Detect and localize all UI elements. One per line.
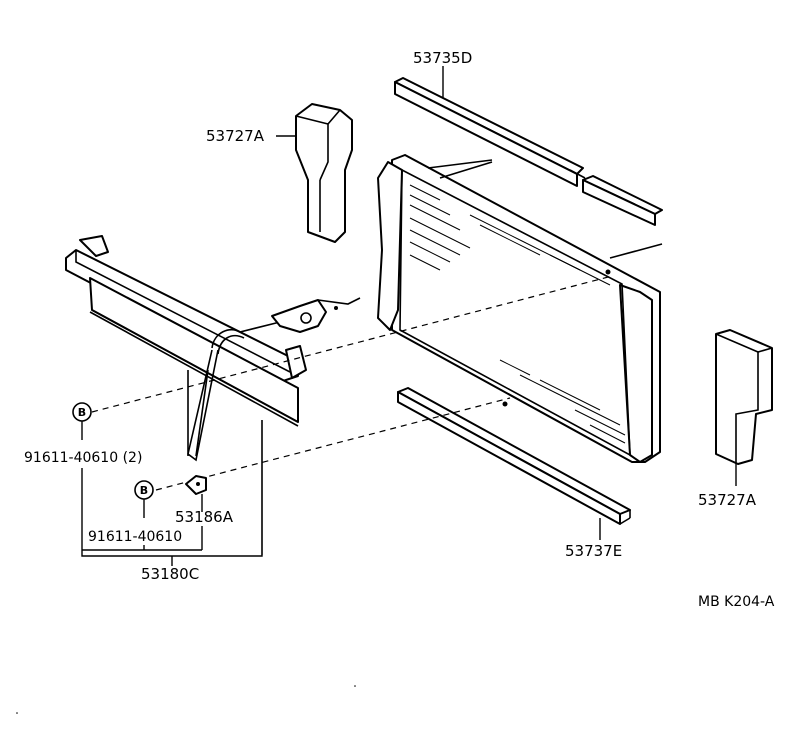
bolt-symbol-1: B [72, 402, 92, 422]
label-bolt-2: 91611-40610 [88, 529, 182, 545]
radiator-assembly [377, 154, 661, 463]
bracket-53186a [185, 475, 207, 495]
lower-seal-53737e [397, 387, 631, 525]
label-53180c: 53180C [141, 565, 199, 583]
side-seal-53727a-upper [295, 103, 353, 243]
align-line-upper [91, 275, 613, 413]
label-53737e: 53737E [565, 542, 622, 560]
label-53735d: 53735D [413, 49, 472, 67]
bolt-symbol-1-letter: B [78, 406, 86, 419]
bolt-symbol-2: B [134, 480, 154, 500]
side-seal-53727a-right [715, 329, 773, 465]
label-53727a-upper: 53727A [206, 127, 265, 145]
bracket-53180c-outer [81, 550, 263, 557]
bolt-symbol-2-letter: B [140, 484, 148, 497]
reference-code: MB K204-A [698, 594, 775, 610]
align-line-lower [155, 397, 511, 491]
label-53186a: 53186A [175, 508, 234, 526]
label-53727a-right: 53727A [698, 491, 757, 509]
guide-line-radiator [609, 243, 663, 259]
label-bolt-1: 91611-40610 (2) [24, 450, 142, 466]
upper-seal-53735d [394, 77, 663, 226]
lock-support-53180c [65, 235, 361, 555]
